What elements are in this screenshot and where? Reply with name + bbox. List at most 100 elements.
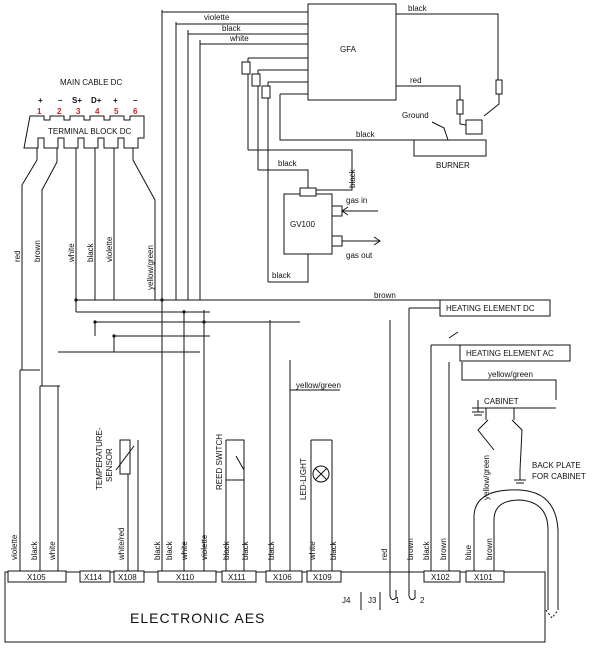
terminal-numbers: 1 2 3 4 5 6	[37, 107, 138, 116]
wire-label: brown	[33, 240, 42, 262]
gv100-wire-label: black	[272, 271, 292, 280]
bottom-wire-labels: violette black white white/red black bla…	[10, 455, 494, 561]
gfa-wire-label: black	[408, 4, 428, 13]
wire-label: black	[165, 540, 174, 560]
gv100-wire-bottom	[268, 254, 309, 283]
connector-label: X111	[228, 573, 246, 582]
polarity-label: +	[38, 96, 43, 105]
terminal-number: 6	[133, 107, 138, 116]
gfa-wire-label: black	[222, 24, 242, 33]
heating-dc-wire-label: brown	[374, 291, 396, 300]
polarity-label: –	[58, 96, 63, 105]
back-plate-ground-symbol	[514, 470, 526, 484]
reed-switch-symbol	[226, 439, 245, 481]
main-cable-wire-labels: red brown white black violette yellow/gr…	[13, 236, 155, 290]
power-cable	[473, 489, 559, 610]
wire-label: black	[86, 242, 95, 262]
jumper-hook-2	[408, 562, 416, 601]
polarity-label: D+	[91, 96, 102, 105]
module-label: ELECTRONIC AES	[130, 610, 265, 626]
polarity-label: –	[133, 96, 138, 105]
wire-label: black	[153, 540, 162, 560]
connector-x102	[423, 570, 461, 583]
wire-label: white	[180, 541, 189, 561]
wire-label: yellow/green	[146, 245, 155, 290]
junction-dot	[202, 320, 206, 324]
junction-dot	[182, 310, 186, 314]
connector-x106	[265, 570, 303, 583]
polarity-label: +	[113, 96, 118, 105]
terminal-block-label: TERMINAL BLOCK DC	[48, 127, 131, 136]
connector-row	[7, 570, 505, 583]
terminal-block	[23, 115, 145, 149]
jumper-label: 2	[420, 596, 425, 605]
temperature-sensor-label: TEMPERATURE-	[95, 427, 104, 490]
heating-ac-wire-label: yellow/green	[488, 370, 533, 379]
connector-label: X114	[84, 573, 103, 582]
back-plate-label: BACK PLATE	[532, 461, 581, 470]
terminal-number: 1	[37, 107, 42, 116]
connector-label: X108	[118, 573, 137, 582]
gfa-wire-label: white	[229, 34, 249, 43]
gfa-label: GFA	[340, 45, 357, 54]
led-light-label: LED-LIGHT	[299, 458, 308, 500]
gfa-right-black-wire	[396, 13, 499, 80]
wire-label: violette	[105, 236, 114, 262]
electronic-aes-module	[4, 571, 546, 643]
cabinet-drops	[477, 408, 523, 471]
connector-x109	[306, 570, 342, 583]
heating-element-ac	[459, 344, 571, 362]
wire-label: red	[380, 548, 389, 560]
ground-label: Ground	[402, 111, 429, 120]
main-cable-title: MAIN CABLE DC	[60, 78, 122, 87]
gfa-wire-label: violette	[204, 13, 230, 22]
gas-in-label: gas in	[346, 196, 367, 205]
gfa-box	[307, 3, 397, 101]
connector-label: X106	[273, 573, 292, 582]
heating-ac-label: HEATING ELEMENT AC	[466, 349, 554, 358]
cabinet-label: CABINET	[484, 397, 519, 406]
terminal-number: 2	[57, 107, 62, 116]
wire-label: white/red	[117, 528, 126, 561]
connector-x110	[157, 570, 217, 583]
wire-label: yellow/green	[482, 455, 491, 500]
wire-label: white	[308, 541, 317, 561]
junction-dot	[112, 334, 116, 338]
wire-label: white	[48, 541, 57, 561]
connector-label: X102	[431, 573, 450, 582]
jumper-label: 1	[395, 596, 400, 605]
ground-lead	[431, 121, 449, 141]
wire-label: black	[267, 540, 276, 560]
junction-dot	[160, 298, 164, 302]
connector-label: X105	[27, 573, 46, 582]
polarity-label: S+	[72, 96, 82, 105]
wire-label: black	[30, 540, 39, 560]
jumper-divider	[360, 592, 381, 610]
terminal-number: 5	[114, 107, 119, 116]
gfa-connector-stubs	[241, 61, 271, 99]
burner-nozzle	[465, 119, 483, 135]
wire-label: brown	[406, 538, 415, 560]
gv100-wire-right	[248, 149, 353, 191]
wire-label: brown	[485, 538, 494, 560]
terminal-number: 4	[95, 107, 100, 116]
gas-out-label: gas out	[346, 251, 373, 260]
gas-in-port	[331, 205, 343, 217]
gv100-wire-label: black	[278, 159, 298, 168]
gfa-right-red-wire	[396, 85, 461, 100]
heating-dc-wire	[408, 307, 440, 330]
gas-in-arrow	[341, 206, 378, 216]
polarity-labels: + – S+ D+ + –	[38, 96, 138, 105]
temperature-sensor-mark	[115, 445, 135, 471]
main-cable-wires	[21, 148, 156, 386]
temperature-sensor	[119, 439, 131, 475]
bottom-wires	[19, 310, 495, 571]
heating-ac-ground-wire	[461, 362, 557, 400]
gv100-top-tab	[299, 187, 317, 197]
back-plate-label: FOR CABINET	[532, 472, 586, 481]
mid-wire-label: yellow/green	[296, 381, 341, 390]
gv100-label: GV100	[290, 220, 315, 229]
ground-wire-label: black	[356, 130, 376, 139]
jumper-hook-1	[389, 562, 397, 601]
gas-out-arrow	[342, 236, 381, 246]
